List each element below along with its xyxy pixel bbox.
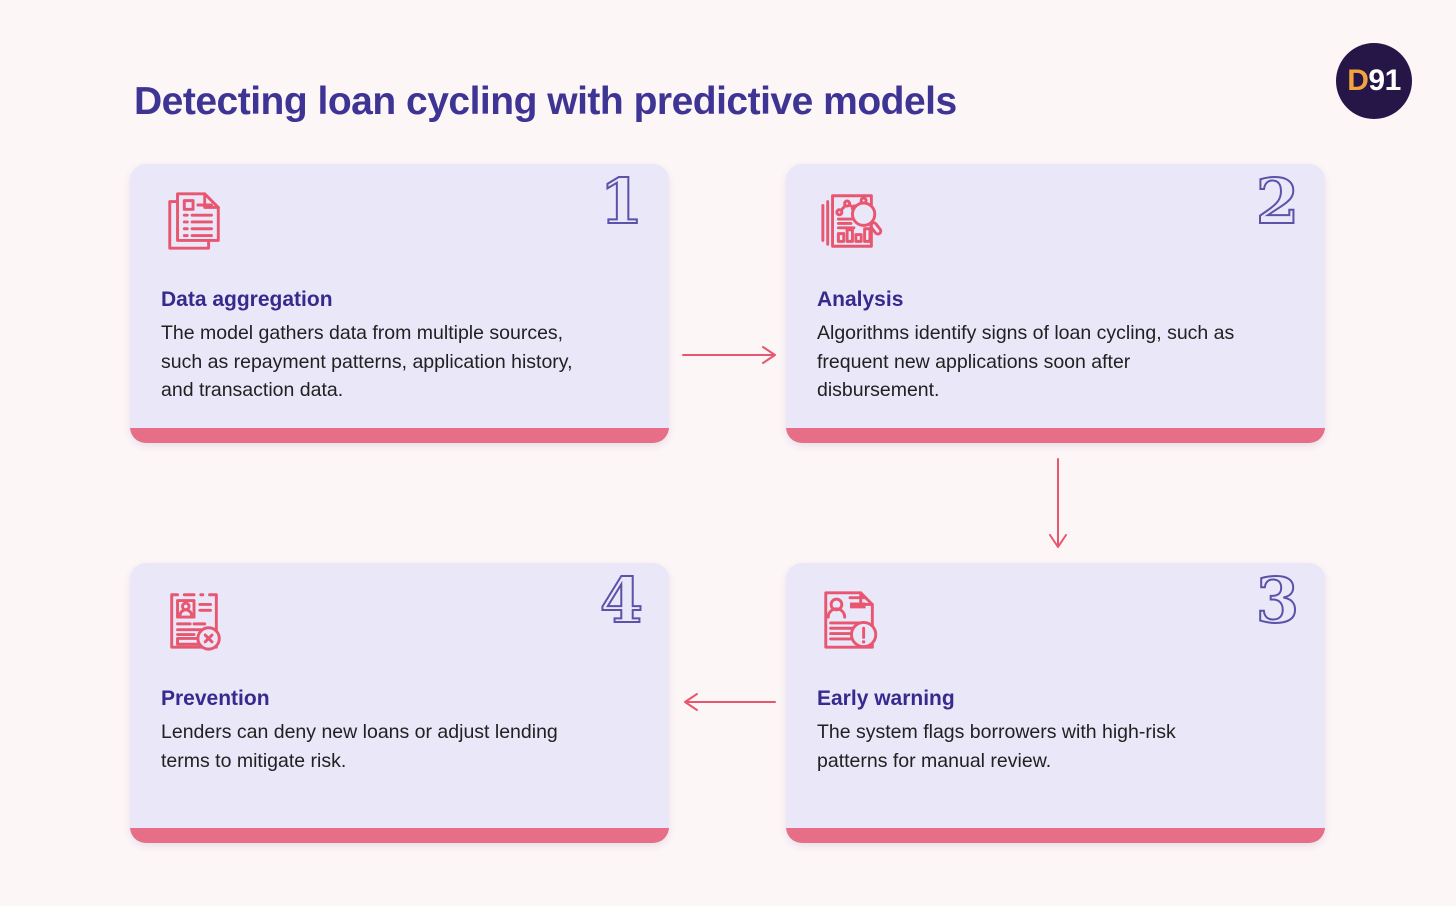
step-number: 2 [1255,165,1300,238]
document-alert-icon [818,587,884,653]
report-magnifier-icon [818,188,884,254]
card-accent-bar [786,828,1325,843]
logo-number-91: 91 [1368,64,1401,97]
card-content: Early warning The system flags borrowers… [817,687,1297,775]
arrow-right-icon [682,346,776,364]
card-description: Algorithms identify signs of loan cyclin… [817,322,1235,401]
card-content: Analysis Algorithms identify signs of lo… [817,288,1297,405]
card-content: Prevention Lenders can deny new loans or… [161,687,641,775]
card-accent-bar [130,428,669,443]
document-reject-icon [162,587,228,653]
logo-letter-d: D [1347,64,1369,97]
arrow-down-icon [1049,458,1067,548]
card-description: Lenders can deny new loans or adjust len… [161,721,558,772]
step-number: 1 [599,165,644,238]
card-description: The system flags borrowers with high-ris… [817,721,1176,772]
step-number: 3 [1255,564,1300,637]
card-description: The model gathers data from multiple sou… [161,322,573,401]
arrow-left-icon [684,693,776,711]
card-title: Prevention [161,687,270,710]
step-card-prevention: 4 Prevention Lenders can deny new loans … [130,563,669,843]
page-title: Detecting loan cycling with predictive m… [134,80,957,124]
card-content: Data aggregation The model gathers data … [161,288,641,405]
step-card-data-aggregation: 1 Data aggregation The model gathers dat… [130,164,669,443]
card-title: Early warning [817,687,955,710]
card-title: Analysis [817,288,904,311]
stacked-documents-icon [162,188,228,254]
step-number: 4 [599,564,644,637]
step-card-early-warning: 3 Early warning The system flags borrowe… [786,563,1325,843]
card-accent-bar [786,428,1325,443]
card-title: Data aggregation [161,288,333,311]
card-accent-bar [130,828,669,843]
step-card-analysis: 2 Analysis Algorithms identify signs of … [786,164,1325,443]
